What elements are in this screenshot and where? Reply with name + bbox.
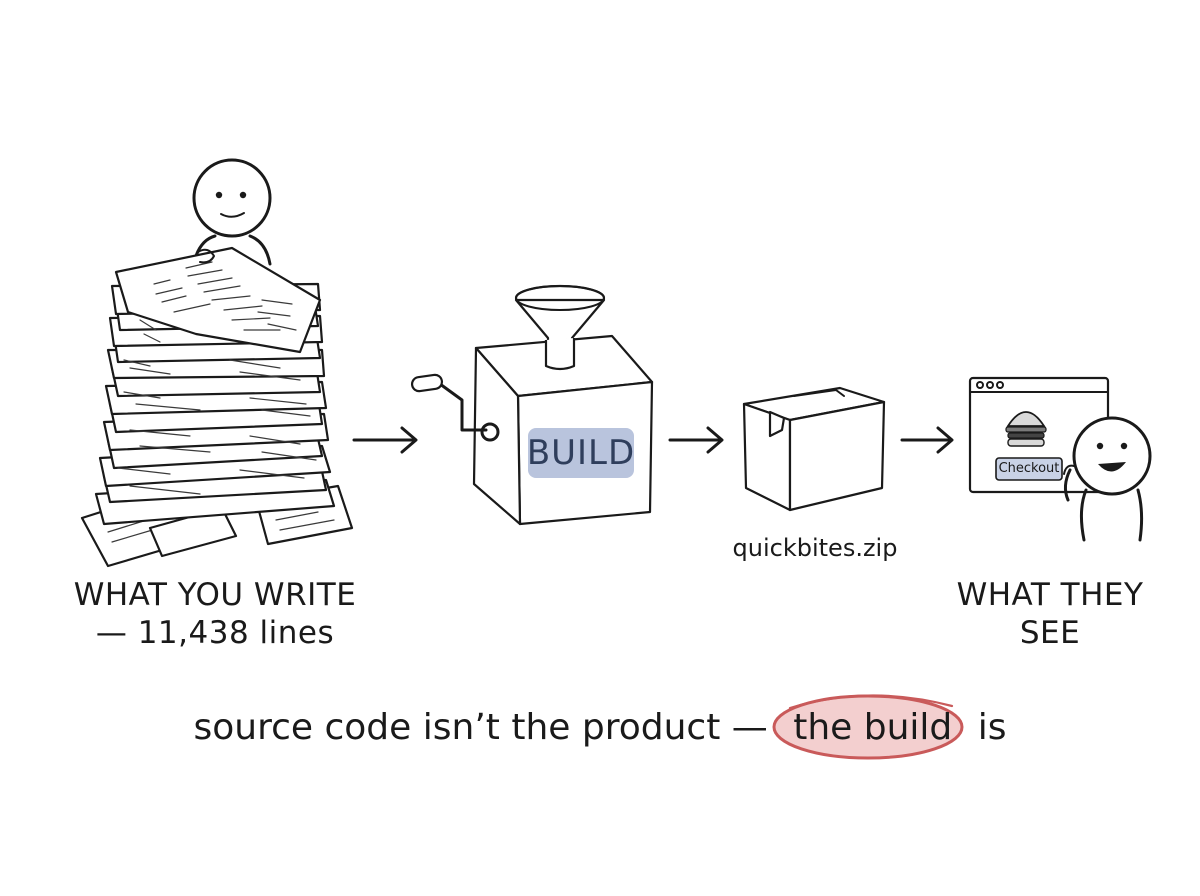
burger-icon: [1005, 411, 1047, 447]
what-they-see-line1: WHAT THEY: [956, 577, 1144, 613]
package-box-icon: [742, 386, 886, 512]
what-they-see-label: WHAT THEY SEE: [930, 576, 1170, 652]
arrow-3-icon: [900, 426, 954, 454]
build-badge-label: BUILD: [526, 433, 636, 473]
caption-highlight-oval: [772, 694, 964, 760]
happy-user-icon: [1063, 416, 1152, 542]
caption: source code isn’t the product — the buil…: [0, 698, 1200, 758]
checkout-button-label: Checkout: [998, 461, 1060, 476]
zip-filename-label: quickbites.zip: [732, 534, 898, 562]
arrow-2-icon: [668, 426, 724, 454]
what-they-see-line2: SEE: [1019, 615, 1081, 651]
line-count-line: — 11,438 lines: [95, 615, 335, 651]
build-machine-icon: [410, 284, 654, 526]
caption-after: is: [977, 707, 1007, 748]
caption-before: source code isn’t the product —: [193, 707, 768, 748]
caption-highlight: the build: [793, 707, 953, 748]
what-you-write-line1: WHAT YOU WRITE: [73, 577, 357, 613]
what-you-write-label: WHAT YOU WRITE — 11,438 lines: [60, 576, 370, 652]
writer-person-icon: [192, 158, 272, 266]
arrow-1-icon: [352, 426, 418, 454]
code-pages-stack: [80, 158, 354, 568]
